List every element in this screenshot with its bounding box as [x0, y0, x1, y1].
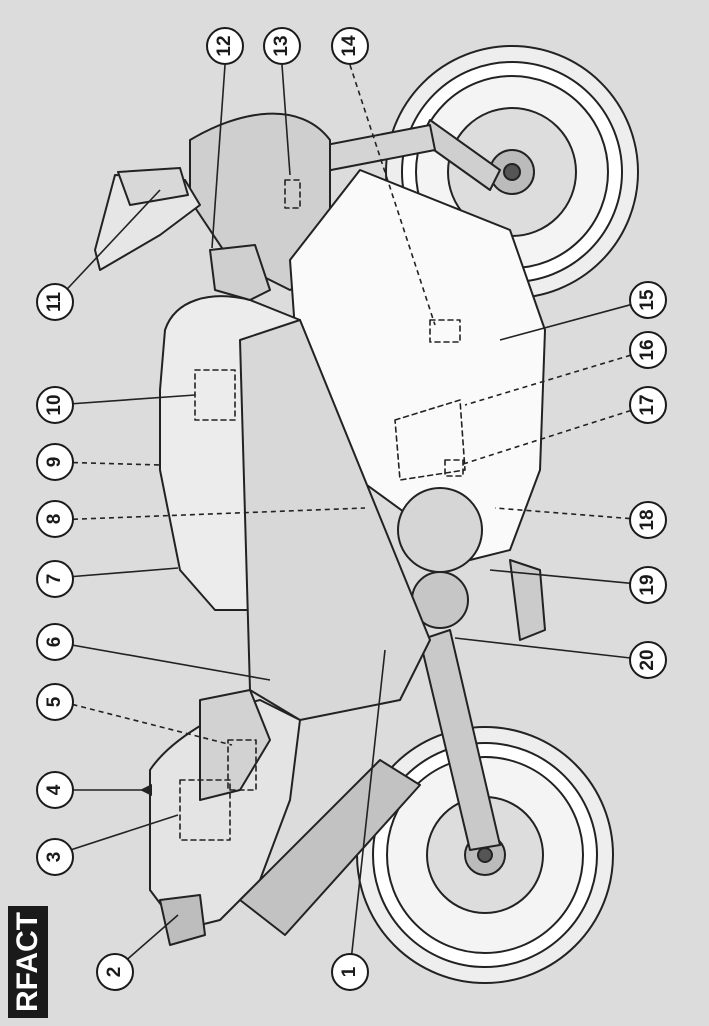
callout-20-label: 20 [637, 649, 658, 671]
callout-7: 7 [36, 560, 74, 598]
seat [199, 689, 271, 801]
callout-19: 19 [629, 566, 667, 604]
callout-15-label: 15 [637, 289, 658, 311]
hidden-box-5 [227, 739, 257, 791]
mirror [117, 167, 189, 206]
callout-9-label: 9 [44, 456, 65, 468]
callout-13: 13 [263, 27, 301, 65]
callout-14-label: 14 [339, 35, 360, 57]
callout-20: 20 [629, 641, 667, 679]
taillight [159, 894, 206, 946]
callout-19-label: 19 [637, 574, 658, 596]
callout-13-label: 13 [271, 35, 292, 57]
callout-8-label: 8 [44, 513, 65, 525]
hidden-box-14 [429, 319, 461, 343]
callout-12-label: 12 [214, 35, 235, 57]
callout-11-label: 11 [44, 291, 65, 313]
handlebar [209, 244, 271, 301]
hidden-box-17 [444, 459, 464, 477]
callout-1: 1 [331, 953, 369, 991]
exhaust-muffler [239, 759, 421, 936]
callout-7-label: 7 [44, 573, 65, 585]
model-badge-text: RFACT [11, 912, 44, 1012]
callout-14: 14 [331, 27, 369, 65]
callout-17: 17 [629, 386, 667, 424]
callout-16: 16 [629, 331, 667, 369]
callout-5-label: 5 [44, 696, 65, 708]
callout-18: 18 [629, 501, 667, 539]
callout-3: 3 [36, 838, 74, 876]
leader-lines [54, 64, 649, 971]
hidden-box-3 [179, 779, 231, 841]
callout-1-label: 1 [339, 966, 360, 978]
engine-cover [397, 487, 483, 573]
callout-3-label: 3 [44, 851, 65, 863]
callout-6-label: 6 [44, 636, 65, 648]
model-badge: RFACT [8, 906, 48, 1018]
callout-10: 10 [36, 386, 74, 424]
callout-17-label: 17 [637, 394, 658, 416]
callout-2-label: 2 [104, 966, 125, 978]
windscreen [94, 174, 201, 271]
callout-15: 15 [629, 281, 667, 319]
callout-8: 8 [36, 500, 74, 538]
callout-12: 12 [206, 27, 244, 65]
callout-5: 5 [36, 683, 74, 721]
callout-6: 6 [36, 623, 74, 661]
callout-18-label: 18 [637, 509, 658, 531]
swing-arm [419, 629, 501, 851]
callout-16-label: 16 [637, 339, 658, 361]
rear-wheel [356, 726, 614, 984]
callout-4: 4 [36, 771, 74, 809]
hidden-box-16 [394, 399, 466, 481]
callout-9: 9 [36, 443, 74, 481]
callout-2: 2 [96, 953, 134, 991]
callout-4-label: 4 [44, 784, 65, 796]
callout-10-label: 10 [44, 394, 65, 416]
callout-11: 11 [36, 283, 74, 321]
hidden-box-13 [284, 179, 301, 209]
arrow-4 [140, 784, 152, 796]
exhaust-pipe [509, 559, 546, 641]
